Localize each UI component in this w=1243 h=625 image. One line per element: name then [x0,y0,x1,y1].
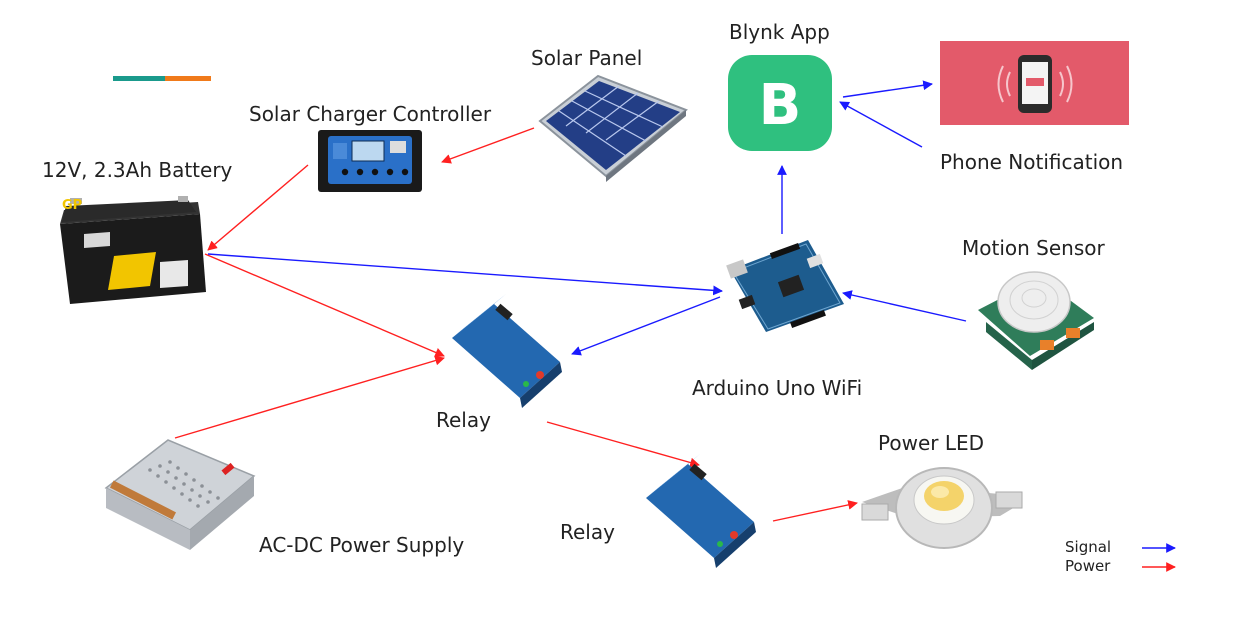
power-line-relay2-to-led [772,500,858,522]
power-connections [174,127,858,522]
power-supply-label: AC-DC Power Supply [259,533,465,557]
blynk-app-icon: B [728,55,832,151]
legend-signal-label: Signal [1065,538,1112,556]
power-line-supply-to-relay1 [174,355,445,439]
vibration-icon [997,65,1073,103]
power-supply-image [104,439,256,550]
legend-arrows [1142,543,1176,572]
phone-notification-image [940,41,1129,125]
blynk-logo-letter: B [759,73,802,138]
signal-line-sensor-to-arduino [842,290,967,322]
relay-2-label: Relay [560,520,615,544]
battery-label: 12V, 2.3Ah Battery [42,158,233,182]
signal-line-phone-to-blynk [839,101,923,148]
signal-line-blynk-to-phone [842,80,933,98]
solar-panel-image [538,74,688,182]
power-led-image [861,467,1023,549]
accent-bar [113,76,211,81]
power-led-label: Power LED [878,431,985,455]
signal-line-battery-to-arduino [207,253,723,296]
power-line-relay1-to-relay2 [546,421,700,468]
phone-notification-label: Phone Notification [940,150,1124,174]
solar-panel-label: Solar Panel [531,46,643,70]
legend-power-label: Power [1065,557,1111,575]
motion-sensor-image [978,271,1094,370]
battery-brand-text: GP [62,198,82,213]
power-line-charger-to-battery [207,164,309,251]
blynk-app-label: Blynk App [729,20,830,44]
power-line-solar-to-charger [441,127,535,164]
arduino-label: Arduino Uno WiFi [692,376,863,400]
relay-1-label: Relay [436,408,491,432]
charger-controller-image [318,130,422,192]
relay-2-image [646,454,756,568]
battery-image: GP [60,196,206,304]
signal-line-arduino-to-relay1 [571,296,721,356]
solar-charger-label: Solar Charger Controller [249,102,492,126]
motion-sensor-label: Motion Sensor [962,236,1105,260]
power-line-battery-to-relay1 [204,253,445,358]
arduino-image [726,240,844,332]
signal-connections [207,80,967,356]
relay-1-image [452,294,562,408]
